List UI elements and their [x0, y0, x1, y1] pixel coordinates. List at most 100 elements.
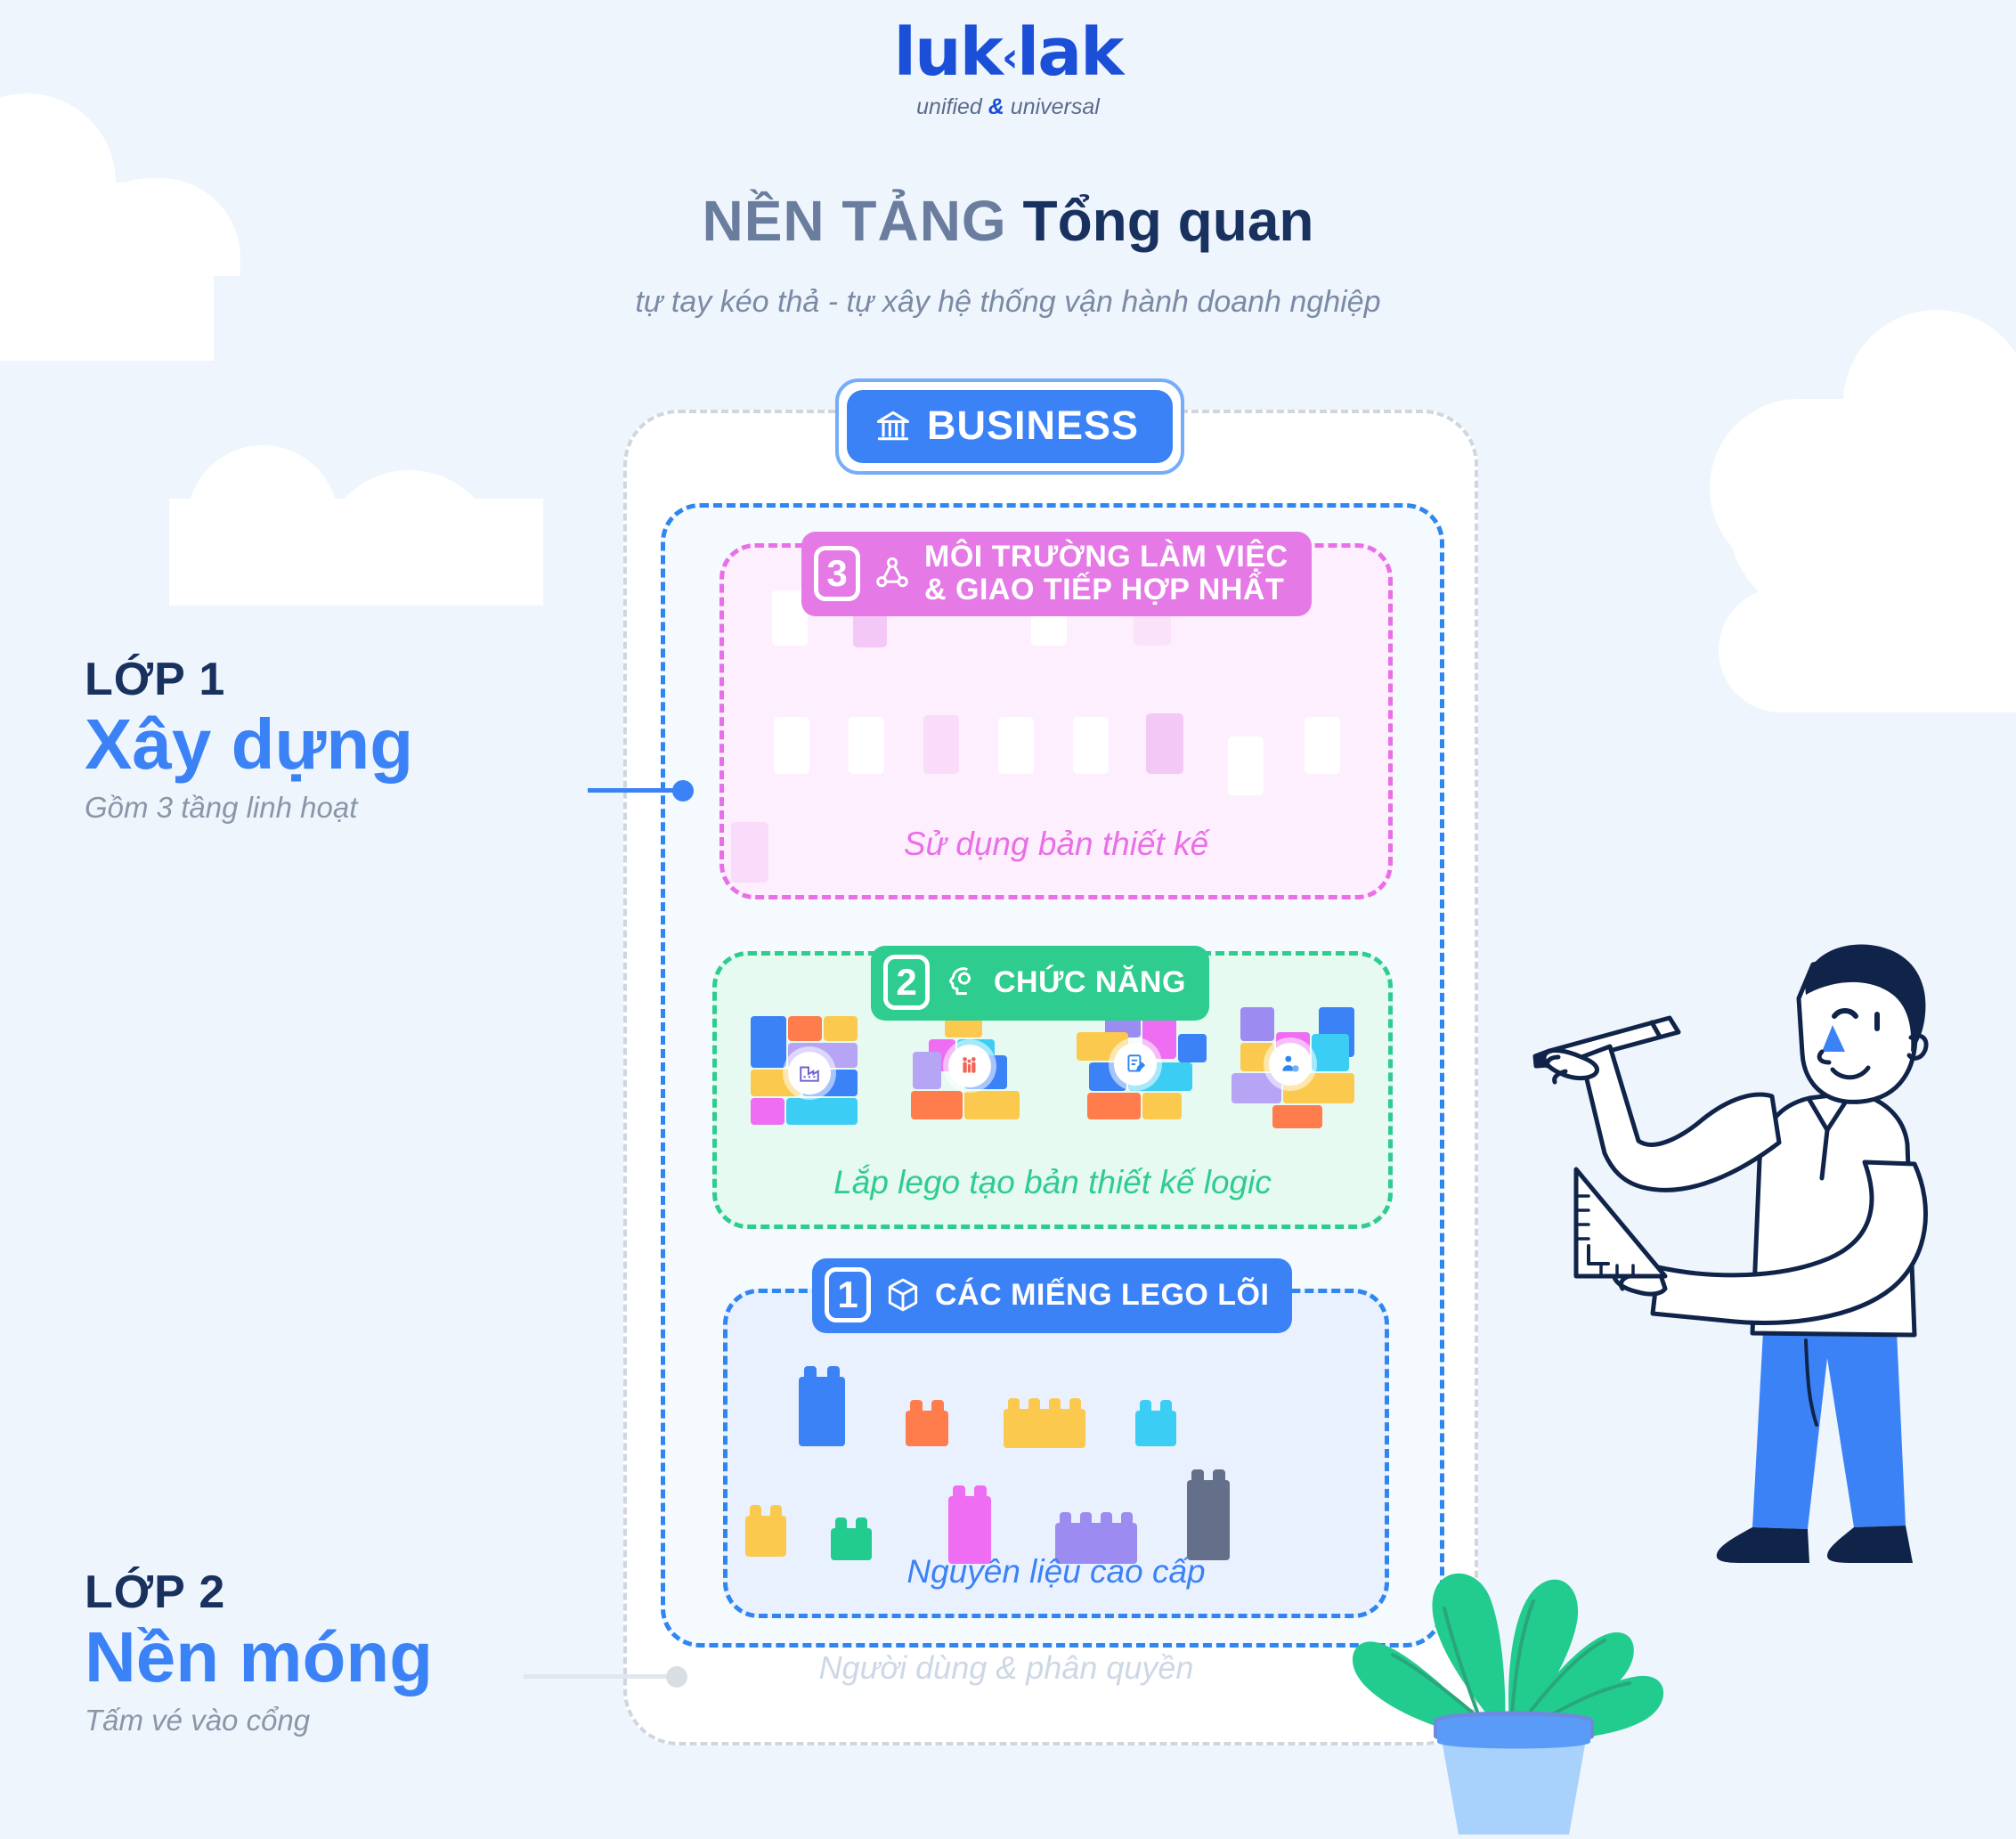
cube-icon [883, 1275, 923, 1314]
layer-2-badge[interactable]: 2 CHỨC NĂNG [871, 946, 1209, 1021]
brick-stud [826, 1366, 841, 1379]
brick-orange [906, 1400, 948, 1446]
brick-stud [1069, 1398, 1081, 1411]
network-share-icon [873, 554, 912, 593]
side-label-2-main: Nền móng [85, 1617, 434, 1697]
lego-brick-grid [728, 1293, 1385, 1614]
connector-dot-2 [666, 1666, 687, 1688]
cluster-brick [1240, 1043, 1274, 1071]
side-label-1-kicker: LỚP 1 [85, 654, 226, 705]
cluster-brick [751, 1016, 786, 1068]
pink-block [1073, 717, 1109, 774]
tagline-amp: & [988, 94, 1004, 119]
pink-block [923, 715, 959, 774]
cluster-brick [1312, 1034, 1349, 1071]
pink-block [998, 717, 1034, 774]
brick-green [831, 1518, 872, 1560]
layer-3-number: 3 [814, 545, 860, 601]
tagline-after: universal [1004, 94, 1100, 119]
layer-1-badge[interactable]: 1 CÁC MIẾNG LEGO LÕI [812, 1258, 1293, 1333]
layer-1-number: 1 [825, 1267, 871, 1322]
brick-body [1004, 1409, 1085, 1448]
user-cog-icon [1269, 1043, 1312, 1086]
cluster-brick [1178, 1034, 1207, 1062]
brick-stud [856, 1518, 867, 1530]
bank-icon [874, 406, 913, 445]
layer-1-title: CÁC MIẾNG LEGO LÕI [935, 1277, 1270, 1312]
architect-illustration [1496, 940, 2016, 1563]
side-label-2-kicker: LỚP 2 [85, 1566, 226, 1618]
page-title: NỀN TẢNG Tổng quan [0, 191, 2016, 251]
connector-line-2 [524, 1674, 675, 1679]
brick-stud [835, 1518, 847, 1530]
brick-stud [1008, 1398, 1020, 1411]
layer-2-functions: Lắp lego tạo bản thiết kế logic [712, 951, 1393, 1229]
pink-block [731, 822, 768, 883]
brick-magenta-tall [948, 1485, 991, 1564]
lego-cluster [1232, 1007, 1365, 1132]
brand-logo: luk‹lak unified & universal [0, 20, 2016, 120]
title-light: NỀN TẢNG [702, 189, 1007, 253]
title-dark: Tổng quan [1022, 189, 1314, 253]
cluster-brick [1232, 1073, 1281, 1103]
lego-cluster [911, 1009, 1045, 1134]
layer-1-caption: Nguyên liệu cao cấp [906, 1553, 1206, 1590]
side-label-layer-1: LỚP 1 Xây dựng Gồm 3 tầng linh hoạt [85, 654, 413, 825]
brick-stud [1140, 1400, 1151, 1412]
page-subtitle: tự tay kéo thả - tự xây hệ thống vận hàn… [635, 285, 1381, 319]
layer-3-title: MÔI TRƯỜNG LÀM VIỆC & GIAO TIẾP HỢP NHẤT [924, 541, 1288, 606]
factory-icon [788, 1052, 831, 1094]
layer-2-caption: Lắp lego tạo bản thiết kế logic [833, 1164, 1272, 1200]
brick-stud [910, 1400, 923, 1412]
brick-stud [1028, 1398, 1040, 1411]
brick-stud [953, 1485, 965, 1498]
brick-stud [750, 1505, 761, 1518]
cluster-brick [964, 1091, 1020, 1119]
brain-gear-icon [942, 963, 981, 1002]
pink-block [1228, 736, 1264, 795]
pink-block [849, 717, 884, 774]
brick-stud [803, 1366, 817, 1379]
brick-body [906, 1411, 948, 1446]
cluster-brick [824, 1016, 858, 1041]
people-icon [948, 1045, 991, 1087]
cluster-brick [1087, 1093, 1141, 1119]
brick-body [745, 1516, 786, 1557]
business-pill: BUSINESS [847, 390, 1174, 463]
side-label-1-sub: Gồm 3 tầng linh hoạt [85, 791, 358, 825]
cluster-brick [1272, 1105, 1322, 1128]
brick-body [799, 1377, 845, 1446]
tagline-before: unified [916, 94, 988, 119]
business-badge[interactable]: BUSINESS [835, 378, 1185, 475]
brick-stud [1191, 1469, 1204, 1482]
layer-3-title-line1: MÔI TRƯỜNG LÀM VIỆC [924, 540, 1288, 574]
brick-cyan [1135, 1400, 1176, 1446]
brick-stud [770, 1505, 782, 1518]
cluster-brick [913, 1052, 941, 1089]
document-icon [1114, 1043, 1157, 1086]
layer-3-badge[interactable]: 3 MÔI TRƯỜNG LÀM VIỆC & GIAO TIẾP HỢP NH… [801, 532, 1312, 617]
brick-yellow [745, 1505, 786, 1557]
brick-stud [1049, 1398, 1061, 1411]
pink-block [1305, 717, 1340, 774]
layer-2-number: 2 [883, 955, 930, 1010]
brick-purple-wide [1055, 1512, 1137, 1564]
cluster-brick [786, 1098, 858, 1125]
brick-body [948, 1496, 991, 1564]
foundation-note: Người dùng & phân quyền [818, 1649, 1194, 1686]
lego-cluster-row [717, 956, 1388, 1225]
logo-luk: luk [893, 14, 1004, 91]
brick-stud [1101, 1512, 1112, 1525]
logo-wordmark: luk‹lak [0, 20, 2016, 85]
brick-gray-tall [1187, 1469, 1230, 1560]
pink-block [774, 717, 809, 774]
layer-3-title-line2: & GIAO TIẾP HỢP NHẤT [924, 572, 1285, 606]
brick-body [831, 1528, 872, 1560]
cluster-brick [1240, 1007, 1274, 1041]
brick-yellow-wide [1004, 1398, 1085, 1448]
lego-cluster [1077, 1007, 1210, 1132]
logo-separator-icon: ‹ [1001, 33, 1019, 81]
brick-stud [1060, 1512, 1071, 1525]
brick-body [1135, 1411, 1176, 1446]
brick-stud [1213, 1469, 1225, 1482]
